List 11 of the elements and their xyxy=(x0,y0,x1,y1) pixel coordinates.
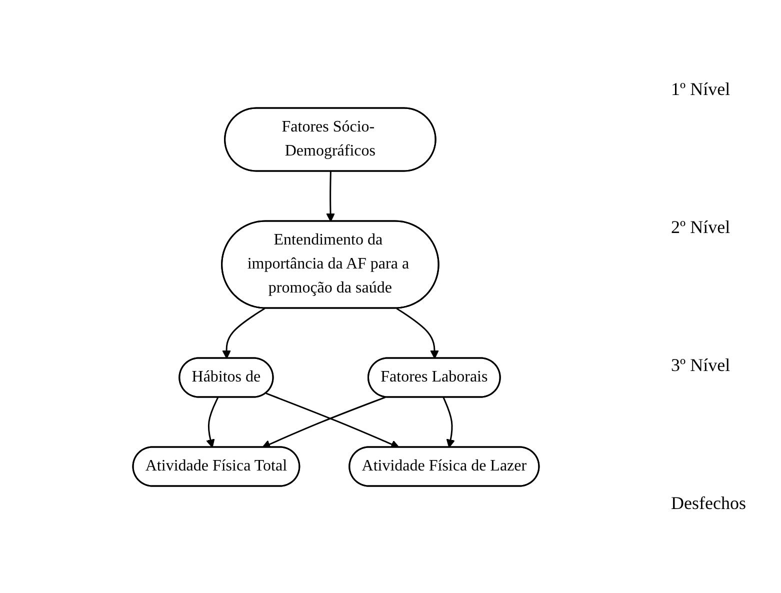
arrow xyxy=(261,396,386,448)
arrow xyxy=(265,392,400,448)
level-label: 2º Nível xyxy=(671,216,732,238)
arrow xyxy=(442,396,454,448)
level-label: 3º Nível xyxy=(671,355,732,376)
arrow xyxy=(396,307,438,358)
arrow xyxy=(326,170,334,222)
level-label: 1º Nível xyxy=(671,78,732,100)
arrow xyxy=(222,307,265,358)
arrow xyxy=(206,396,218,448)
level-label: Desfechos xyxy=(671,493,747,514)
